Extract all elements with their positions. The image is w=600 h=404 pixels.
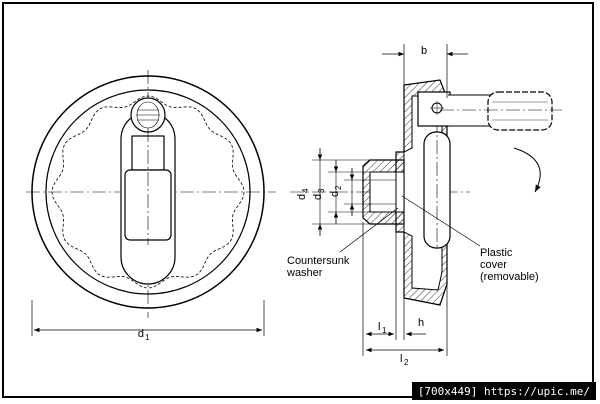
d3-label: d	[312, 194, 324, 200]
folding-handle-stem	[448, 94, 491, 127]
side-view: b d 4 d 3 d 2 Countersunk	[286, 44, 562, 367]
b-label: b	[421, 45, 427, 57]
d4-label: d	[296, 194, 308, 200]
front-view: d 1	[26, 70, 276, 342]
d1-label: d	[138, 328, 144, 340]
countersunk-label-2: washer	[286, 267, 323, 279]
plastic-cover-leader	[401, 195, 481, 247]
l1-label: l	[378, 321, 380, 333]
wavy-inner-contour	[51, 95, 245, 289]
l1-subscript: 1	[382, 326, 387, 335]
countersunk-leader	[339, 207, 399, 253]
l2-subscript: 2	[404, 358, 409, 367]
d3-subscript: 3	[317, 188, 326, 193]
d4-subscript: 4	[301, 188, 310, 193]
rim-outer	[31, 75, 265, 309]
rim-inner	[45, 89, 251, 295]
handle-bolt-block	[417, 91, 451, 127]
d2-subscript: 2	[334, 185, 343, 190]
watermark-badge: [700x449] https://upic.me/	[411, 382, 596, 400]
rotation-arrow	[513, 147, 541, 193]
d2-label: d	[329, 191, 341, 197]
countersunk-label-1: Countersunk	[287, 255, 350, 267]
plastic-label-3: (removable)	[480, 271, 539, 283]
h-label: h	[418, 317, 424, 329]
l2-label: l	[400, 353, 402, 365]
d1-subscript: 1	[145, 333, 150, 342]
folding-handle-grip	[487, 91, 553, 131]
countersunk-washer	[395, 171, 405, 213]
plastic-label-2: cover	[480, 259, 507, 271]
plastic-label-1: Plastic	[480, 247, 513, 259]
